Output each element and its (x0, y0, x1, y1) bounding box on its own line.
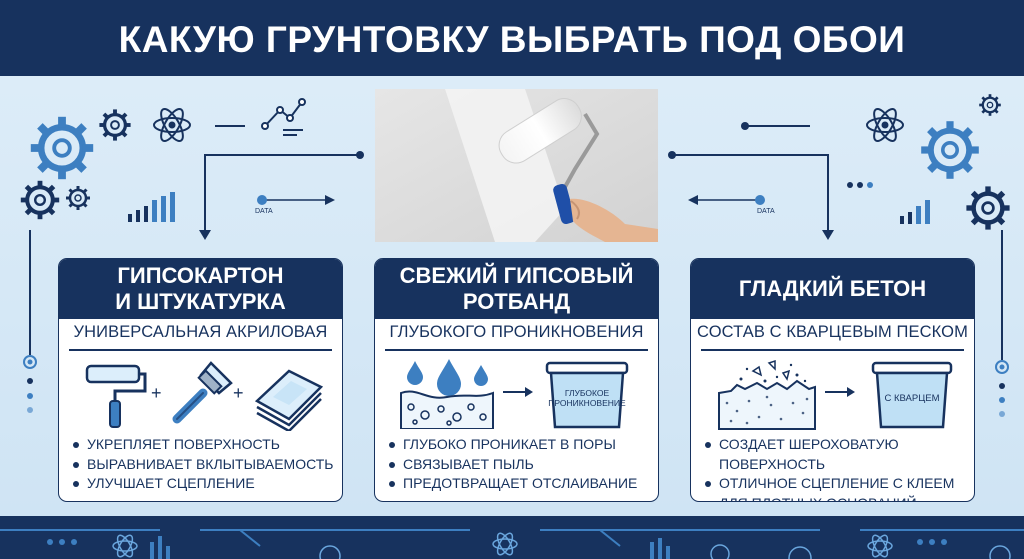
water-drop-icon (400, 359, 494, 429)
paint-roller-photo (375, 89, 658, 242)
footer-circuit-icon (0, 529, 1024, 559)
bucket-label: ГЛУБОКОЕ ПРОНИКНОВЕНИЕ (547, 388, 627, 408)
benefit-list: СОЗДАЕТ ШЕРОХОВАТУЮ ПОВЕРХНОСТЬ ОТЛИЧНОЕ… (705, 435, 974, 501)
card-title-line2: РОТБАНД (462, 289, 571, 314)
paint-roller-icon (85, 364, 147, 428)
bucket-label: С КВАРЦЕМ (884, 393, 940, 404)
card-drywall-plaster: ГИПСОКАРТОН И ШТУКАТУРКА УНИВЕРСАЛЬНАЯ А… (58, 258, 343, 502)
header-bar: КАКУЮ ГРУНТОВКУ ВЫБРАТЬ ПОД ОБОИ (0, 0, 1024, 76)
arrow-right-icon (503, 387, 533, 397)
benefit-list: УКРЕПЛЯЕТ ПОВЕРХНОСТЬ ВЫРАВНИВАЕТ ВКЛЫТЫ… (73, 435, 333, 494)
card-header: ГЛАДКИЙ БЕТОН (691, 259, 974, 319)
list-item: ОТЛИЧНОЕ СЦЕПЛЕНИЕ С КЛЕЕМ (705, 474, 974, 494)
card-title-line1: ГЛАДКИЙ БЕТОН (738, 276, 927, 301)
list-item: СВЯЗЫВАЕТ ПЫЛЬ (389, 455, 637, 475)
primer-bucket-icon (871, 361, 953, 429)
bucket-label-line1: ГЛУБОКОЕ (564, 388, 610, 398)
paintbrush-icon (172, 361, 233, 424)
card-header: ГИПСОКАРТОН И ШТУКАТУРКА (59, 259, 342, 319)
flow-label-left: DATA (255, 208, 273, 215)
list-item: УКРЕПЛЯЕТ ПОВЕРХНОСТЬ (73, 435, 333, 455)
bucket-label-line2: ПРОНИКНОВЕНИЕ (548, 398, 626, 408)
list-item: ДЛЯ ПЛОТНЫХ ОСНОВАНИЙ (705, 494, 974, 501)
arrow-right-icon (825, 387, 855, 397)
divider (385, 349, 648, 351)
divider (701, 349, 964, 351)
flow-label-right: DATA (757, 208, 775, 215)
list-item: ПРЕДОТВРАЩАЕТ ОТСЛАИВАНИЕ (389, 474, 637, 494)
card-title-line1: СВЕЖИЙ ГИПСОВЫЙ (399, 263, 634, 288)
quartz-surface-icon (718, 359, 816, 430)
list-item: ГЛУБОКО ПРОНИКАЕТ В ПОРЫ (389, 435, 637, 455)
card-subtitle: СОСТАВ С КВАРЦЕВЫМ ПЕСКОМ (697, 323, 968, 341)
card-illustration: ГЛУБОКОЕ ПРОНИКНОВЕНИЕ (375, 355, 658, 433)
primer-bucket-icon (545, 361, 629, 429)
card-illustration: + + (59, 355, 342, 433)
card-subtitle: ГЛУБОКОГО ПРОНИКНОВЕНИЯ (389, 323, 644, 341)
card-smooth-concrete: ГЛАДКИЙ БЕТОН СОСТАВ С КВАРЦЕВЫМ ПЕСКОМ … (690, 258, 975, 502)
page-title: КАКУЮ ГРУНТОВКУ ВЫБРАТЬ ПОД ОБОИ (118, 19, 906, 60)
card-illustration: С КВАРЦЕМ (691, 355, 974, 433)
card-fresh-gypsum: СВЕЖИЙ ГИПСОВЫЙ РОТБАНД ГЛУБОКОГО ПРОНИК… (374, 258, 659, 502)
list-item: СОЗДАЕТ ШЕРОХОВАТУЮ ПОВЕРХНОСТЬ (705, 435, 974, 474)
footer-bar (0, 516, 1024, 559)
drywall-sheets-icon (254, 369, 324, 431)
list-item: УЛУЧШАЕТ СЦЕПЛЕНИЕ (73, 474, 333, 494)
benefit-list: ГЛУБОКО ПРОНИКАЕТ В ПОРЫ СВЯЗЫВАЕТ ПЫЛЬ … (389, 435, 637, 494)
card-subtitle: УНИВЕРСАЛЬНАЯ АКРИЛОВАЯ (73, 323, 328, 341)
decor-right-gears-icon (668, 92, 1024, 417)
decor-left-gears-icon (0, 98, 364, 413)
card-header: СВЕЖИЙ ГИПСОВЫЙ РОТБАНД (375, 259, 658, 319)
plus-sign: + (151, 383, 162, 403)
card-title-line1: ГИПСОКАРТОН (117, 263, 284, 288)
plus-sign: + (233, 383, 244, 403)
card-title-line2: И ШТУКАТУРКА (115, 289, 286, 314)
list-item: ВЫРАВНИВАЕТ ВКЛЫТЫВАЕМОСТЬ (73, 455, 333, 475)
divider (69, 349, 332, 351)
